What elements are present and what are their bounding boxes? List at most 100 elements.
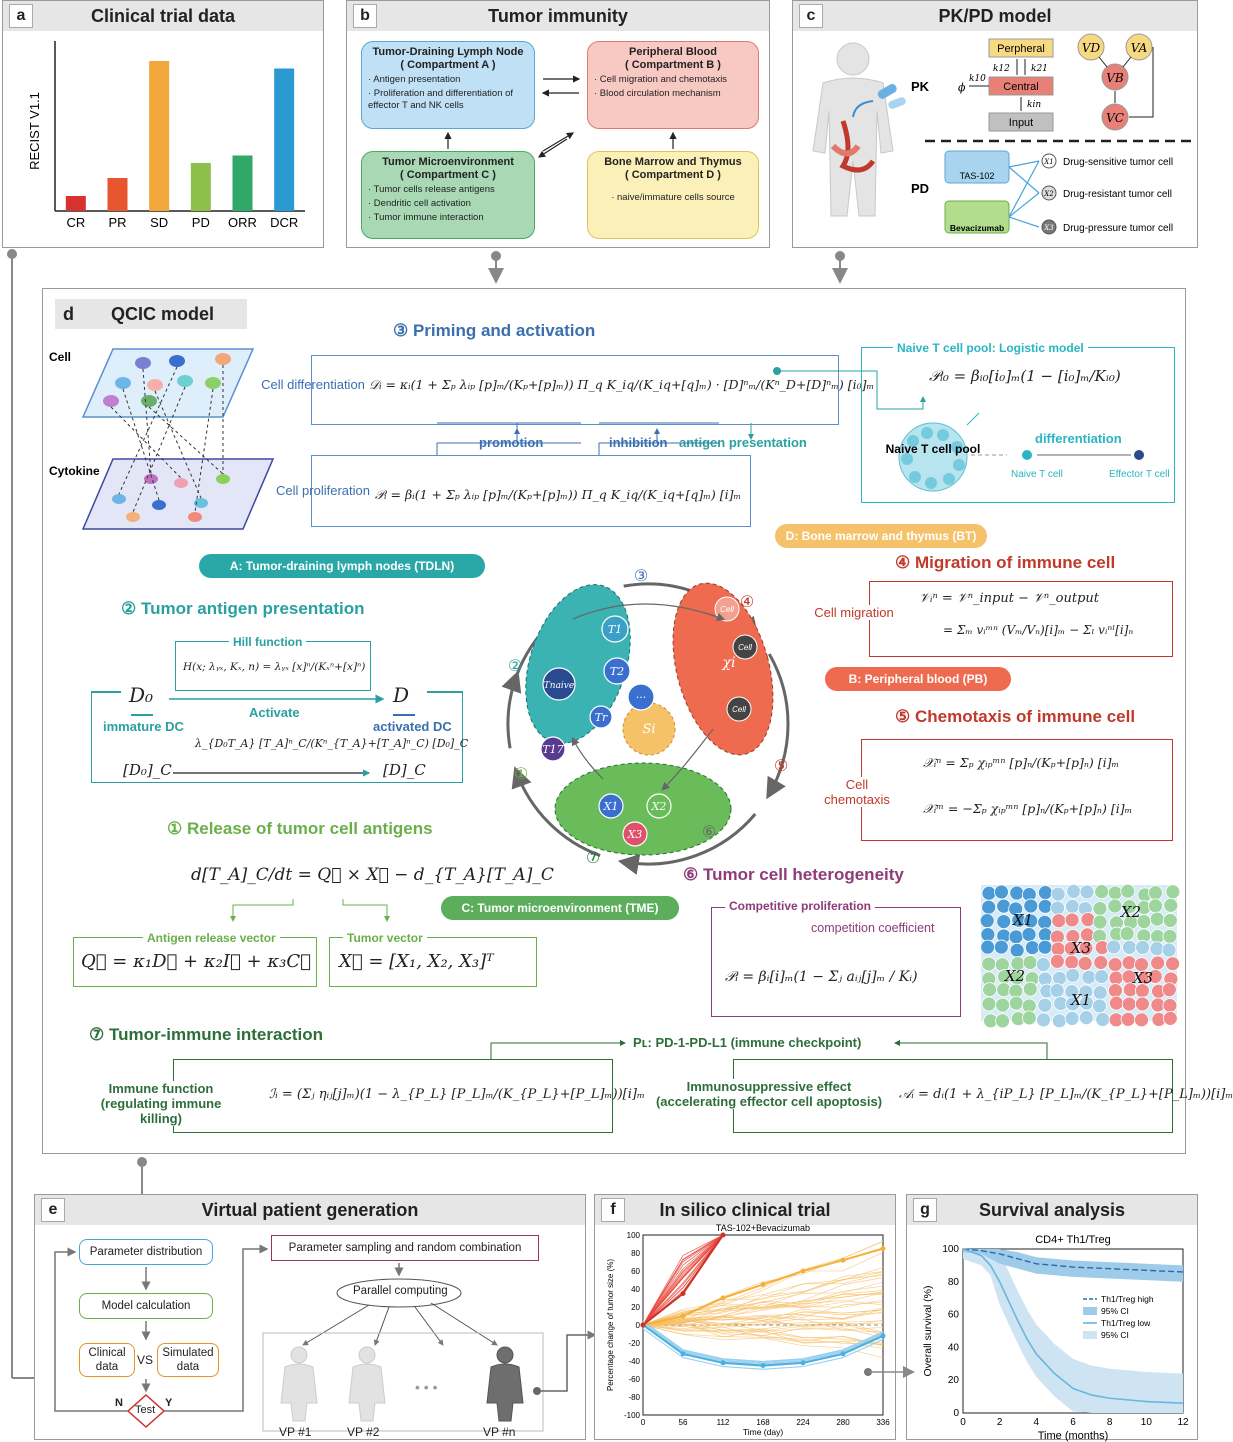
tumor-cell-dot <box>981 885 997 901</box>
mosaic-label: X1 <box>1012 911 1033 929</box>
test-diamond <box>126 1393 166 1429</box>
chemo-title: ⑤ Chemotaxis of immune cell <box>895 707 1136 726</box>
cycle-arc <box>766 653 790 800</box>
tumor-cell-dot <box>982 982 998 998</box>
d0c-symbol: [D₀]_C <box>123 761 172 779</box>
panel-a-header: a Clinical trial data <box>3 1 323 31</box>
tme-region <box>554 762 732 856</box>
pk-input-box <box>988 112 1054 132</box>
param-dist-box: Parameter distribution <box>79 1239 213 1265</box>
clinical-data-label: Clinical data <box>88 1347 126 1373</box>
dc-box-top <box>91 691 121 693</box>
tick-label: PD <box>192 215 210 230</box>
x-tick: 0 <box>960 1417 966 1428</box>
diff-eq-box <box>311 355 839 425</box>
panel-f: f In silico clinical trial TAS-102+Bevac… <box>594 1194 896 1440</box>
tumor-vector-label: Tumor vector <box>343 931 427 945</box>
tumor-cell-dot <box>1165 956 1181 972</box>
immune-fn-equation: ℐᵢ = (Σⱼ ηᵢⱼ[j]ₘ)(1 − λ_{P_L} [P_L]ₘ/(K_… <box>269 1087 645 1102</box>
effector-cell-label: Effector T cell <box>1109 469 1170 480</box>
naive-cell-label: Naive T cell <box>1011 469 1063 480</box>
vp-silhouette-icon <box>486 1346 524 1422</box>
tumor-cell-dot <box>981 996 997 1012</box>
prolif-eq-box <box>311 455 751 527</box>
t-cell-node <box>603 657 631 685</box>
immature-label: immature DC <box>103 719 184 734</box>
tumor-cell-dot <box>1109 995 1124 1011</box>
vp-trajectory <box>642 1234 724 1326</box>
panel-title: Survival analysis <box>978 1200 1126 1220</box>
mosaic-label: X2 <box>1004 967 1025 985</box>
y-tick: 100 <box>942 1244 959 1255</box>
series-point <box>800 1360 806 1366</box>
step-number: ① <box>514 764 528 783</box>
interaction-title: ⑦ Tumor-immune interaction <box>89 1025 324 1044</box>
step-number: ⑦ <box>586 848 600 867</box>
tumor-cell-dot <box>1165 884 1181 900</box>
pb-pill: B: Peripheral blood (PB) <box>825 667 1011 691</box>
tumor-cell-dot <box>1121 955 1137 971</box>
box-title: Tumor-Draining Lymph Node <box>372 46 524 58</box>
box-title: Bone Marrow and Thymus <box>604 156 742 168</box>
panel-letter: c <box>799 4 823 28</box>
tumor-cell-dot <box>1077 956 1093 971</box>
x-tick: 168 <box>756 1418 770 1427</box>
tdln-pill: A: Tumor-draining lymph nodes (TDLN) <box>199 554 485 578</box>
pk-box-label: Input <box>1009 117 1033 129</box>
compartment-arrows <box>444 75 677 158</box>
bar <box>232 155 253 211</box>
vp-trajectory <box>642 1271 884 1326</box>
diff-equation: 𝒟ᵢ = κᵢ(1 + Σₚ λᵢₚ [p]ₘ/(Kₚ+[p]ₘ)) Π_q K… <box>369 377 875 392</box>
cell-prolif-label: Cell proliferation <box>276 483 370 498</box>
intestine-icon <box>839 120 876 173</box>
vp-trajectory <box>642 1321 884 1338</box>
legend-label: Th1/Treg high <box>1101 1294 1154 1304</box>
tumor-cell-node <box>622 821 648 847</box>
test-label: Test <box>135 1404 156 1416</box>
tumor-cell-dot <box>1092 901 1108 916</box>
panel-title: Tumor immunity <box>488 6 628 26</box>
tumor-cell-node <box>598 793 624 819</box>
x-tick: 336 <box>876 1418 890 1427</box>
panel-g-header: g Survival analysis <box>907 1195 1197 1225</box>
box-sub: ( Compartment C ) <box>400 169 496 181</box>
series-line-high <box>962 1248 1184 1273</box>
y-tick: 80 <box>631 1249 640 1258</box>
tumor-cell-dot <box>1162 998 1178 1013</box>
t-cell-node <box>542 667 576 701</box>
panel-letter: e <box>41 1198 65 1222</box>
chi-label: χi <box>722 655 736 671</box>
vp-label: VP #1 <box>279 1425 312 1439</box>
dc-arrows <box>131 694 415 777</box>
cell-migration-label: Cell migration <box>811 605 897 620</box>
x-tick: 112 <box>717 1418 730 1427</box>
tumor-cell-dot <box>1021 927 1037 942</box>
tumor-cell-dot <box>1024 940 1040 955</box>
tumor-cell-dot <box>1079 884 1095 900</box>
y-tick: -20 <box>628 1339 640 1348</box>
immuno-equation: 𝒜ᵢ = dᵢ(1 + λ_{iP_L} [P_L]ₘ/(K_{P_L}+[P_… <box>899 1087 1233 1102</box>
vp-trajectory <box>642 1321 884 1363</box>
series-point <box>680 1313 686 1319</box>
tumor-cell-dot <box>1149 911 1165 927</box>
step-number: ⑤ <box>774 756 788 775</box>
vp-trajectory <box>642 1324 884 1344</box>
y-tick: 100 <box>627 1231 641 1240</box>
compartment-a-box: Tumor-Draining Lymph Node ( Compartment … <box>361 41 535 129</box>
plot-frame <box>962 1248 1184 1414</box>
t-cell-label: ··· <box>636 691 647 704</box>
tumor-cell-dot <box>1051 913 1067 929</box>
flow-arrow <box>571 736 604 780</box>
vp-trajectory <box>642 1234 724 1326</box>
tumor-cell-dot <box>1094 969 1110 984</box>
naive-equation: 𝒫ᵢ₀ = βᵢ₀[i₀]ₘ(1 − [i₀]ₘ/Kᵢ₀) <box>929 367 1121 385</box>
box-item: · Antigen presentation <box>368 74 461 85</box>
vp-trajectory <box>642 1320 884 1330</box>
v-node: VA <box>1131 41 1148 55</box>
tumor-cell-dot <box>1049 983 1065 998</box>
migration-eq-2: = Σₘ vᵢᵐⁿ (Vₘ/Vₙ)[i]ₘ − Σₗ vᵢⁿˡ[i]ₙ <box>943 623 1134 637</box>
tumor-cell-dot <box>981 899 997 915</box>
bt-pill: D: Bone marrow and thymus (BT) <box>775 524 987 548</box>
mosaic-label: X3 <box>1132 969 1153 987</box>
